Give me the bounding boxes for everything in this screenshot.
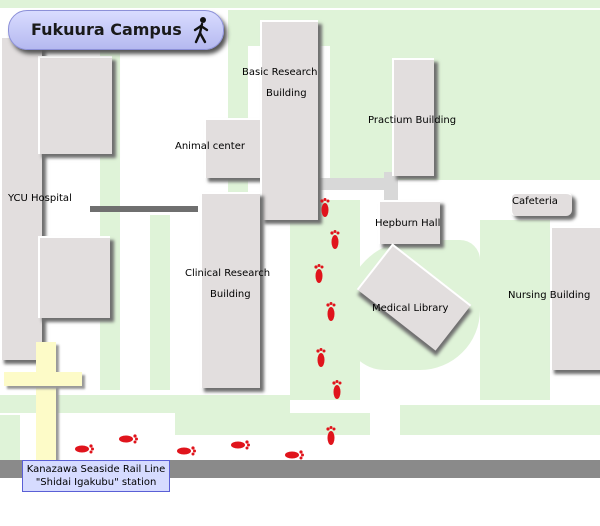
cross-landmark-bar <box>4 372 82 386</box>
footprint-icon <box>326 426 336 445</box>
hepburn-hall-building[interactable] <box>378 200 440 244</box>
hepburn-label: Hepburn Hall <box>375 218 441 229</box>
green-area <box>330 46 600 180</box>
station-line-name: Kanazawa Seaside Rail Line <box>26 464 166 475</box>
basic-research-building[interactable] <box>260 20 318 220</box>
ycu-hospital-label: YCU Hospital <box>8 193 72 204</box>
nursing-label: Nursing Building <box>508 290 591 301</box>
footprint-icon <box>326 302 336 321</box>
green-area <box>0 415 20 460</box>
clinical-research-label-2: Building <box>210 289 251 300</box>
green-area <box>175 413 370 435</box>
hospital-connector <box>90 206 198 212</box>
basic-research-label-2: Building <box>266 88 307 99</box>
walking-person-icon <box>193 17 209 44</box>
green-area <box>228 10 248 210</box>
cross-landmark <box>36 342 56 462</box>
medical-library-label: Medical Library <box>372 303 449 314</box>
clinical-research-label: Clinical Research <box>185 268 271 279</box>
footprint-icon <box>285 450 304 460</box>
footprint-icon <box>332 380 342 399</box>
animal-center-label: Animal center <box>175 141 245 152</box>
footprint-icon <box>316 348 326 367</box>
green-area <box>0 395 290 413</box>
map-title-banner: Fukuura Campus <box>8 10 224 50</box>
nursing-building[interactable] <box>550 226 600 370</box>
ycu-hospital-wing <box>38 56 112 154</box>
footprint-icon <box>75 444 94 454</box>
footprint-icon <box>330 230 340 249</box>
walkway <box>318 178 396 190</box>
footprint-icon <box>119 434 138 444</box>
clinical-research-building[interactable] <box>200 192 260 388</box>
footprint-icon <box>320 198 330 217</box>
green-area <box>150 215 170 390</box>
animal-center-building[interactable] <box>204 118 262 178</box>
ycu-hospital-wing <box>38 236 110 318</box>
walkway <box>384 172 398 202</box>
green-area <box>400 405 600 435</box>
station-name: "Shidai Igakubu" station <box>35 477 157 488</box>
ycu-hospital-building[interactable] <box>0 36 42 360</box>
cafeteria-building[interactable] <box>510 192 572 216</box>
green-area <box>480 220 550 400</box>
station-label-box[interactable]: Kanazawa Seaside Rail Line "Shidai Igaku… <box>22 460 170 492</box>
practium-label: Practium Building <box>368 115 457 126</box>
footprint-icon <box>177 446 196 456</box>
cafeteria-label: Cafeteria <box>512 196 558 207</box>
practium-building[interactable] <box>392 58 434 176</box>
green-area <box>0 0 600 8</box>
map-title: Fukuura Campus <box>31 20 182 39</box>
footprint-icon <box>314 264 324 283</box>
footprint-icon <box>231 440 250 450</box>
basic-research-label: Basic Research <box>242 67 318 78</box>
